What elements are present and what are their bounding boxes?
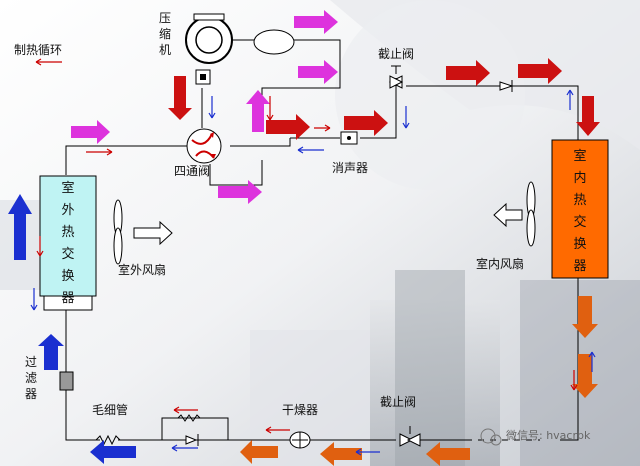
indoor-heat-exchanger [551, 139, 609, 279]
cold-arrows [8, 194, 136, 464]
indoor-airflow-arrow [493, 202, 523, 228]
stop-valve-bottom-label: 截止阀 [380, 395, 417, 409]
condensed-arrows [240, 296, 598, 466]
compressor-label: 压 缩 机 [158, 11, 171, 57]
muffler-label: 消声器 [332, 161, 369, 175]
indoor-hx-label: 室 内 热 交 换 器 [573, 149, 587, 274]
outdoor-airflow-arrow [133, 220, 173, 246]
four-way-valve-label: 四通阀 [174, 164, 211, 178]
discharge-arrows [71, 10, 338, 204]
indoor-fan-label: 室内风扇 [476, 257, 525, 271]
compressor-icon [185, 13, 233, 85]
filter-label: 过 滤 器 [24, 355, 37, 401]
dryer-icon [289, 431, 311, 449]
capillary-label: 毛细管 [92, 403, 129, 417]
outdoor-hx-label: 室 外 热 交 换 器 [61, 181, 75, 306]
outdoor-fan-label: 室外风扇 [118, 263, 167, 277]
thin-flow-arrows [30, 58, 596, 456]
hot-gas-arrows [168, 58, 600, 140]
stop-valve-top-label: 截止阀 [378, 47, 415, 61]
four-way-valve-icon [186, 128, 222, 164]
stop-valve-icon [388, 65, 404, 89]
mode-label: 制热循环 [14, 43, 63, 57]
outdoor-fan-icon [113, 199, 123, 265]
indoor-fan-icon [526, 181, 536, 247]
dryer-label: 干燥器 [282, 403, 319, 417]
watermark: 微信号: hvacrbk [506, 429, 591, 442]
filter-icon [59, 371, 74, 391]
wechat-icon [480, 428, 496, 444]
capillary-icon [95, 434, 121, 446]
check-valve-icon [499, 80, 514, 92]
